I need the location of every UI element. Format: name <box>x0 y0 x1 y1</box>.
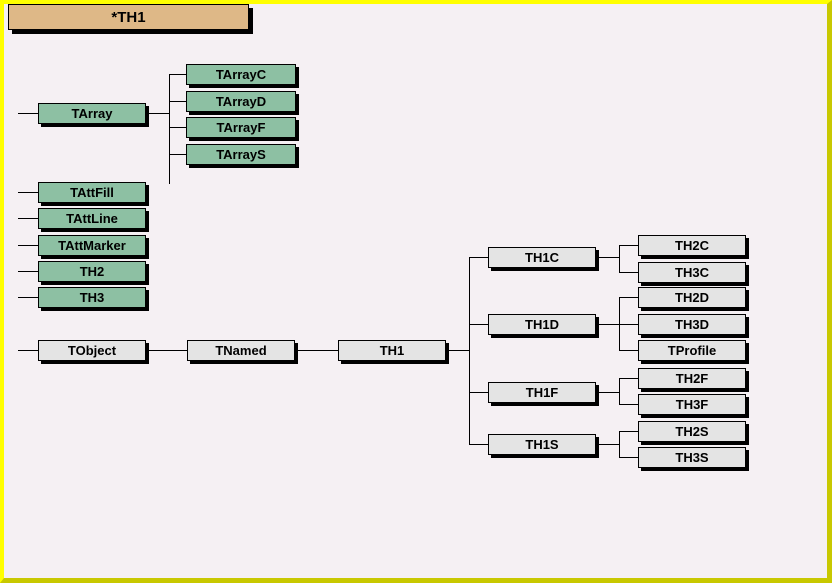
node-th1d[interactable]: TH1D <box>488 314 596 335</box>
connector-th1f-out <box>596 392 620 393</box>
node-th2[interactable]: TH2 <box>38 261 146 282</box>
node-tarrays[interactable]: TArrayS <box>186 144 296 165</box>
node-tarrayf-label: TArrayF <box>216 120 266 135</box>
node-th3d-label: TH3D <box>675 317 709 332</box>
connector-th2d <box>619 297 639 298</box>
node-tarray-label: TArray <box>71 106 113 121</box>
connector-th2-stub <box>18 271 38 272</box>
node-tarrayc-label: TArrayC <box>215 67 267 82</box>
node-tattline-label: TAttLine <box>66 211 118 226</box>
node-th2d-label: TH2D <box>675 290 709 305</box>
connector-tarray-out <box>146 113 170 114</box>
node-th1[interactable]: TH1 <box>338 340 446 361</box>
connector-th2c <box>619 245 639 246</box>
node-tarrayf[interactable]: TArrayF <box>186 117 296 138</box>
node-th1f-label: TH1F <box>525 385 559 400</box>
node-th2f[interactable]: TH2F <box>638 368 746 389</box>
node-th1-label: TH1 <box>379 343 405 358</box>
node-tarrays-label: TArrayS <box>216 147 266 162</box>
connector-th1s-out <box>596 444 620 445</box>
connector-tarray-trunk <box>169 74 170 184</box>
node-tarrayd-label: TArrayD <box>215 94 267 109</box>
node-th1s-label: TH1S <box>525 437 559 452</box>
connector-tarrays <box>169 154 187 155</box>
connector-tarrayc <box>169 74 187 75</box>
node-th3s[interactable]: TH3S <box>638 447 746 468</box>
connector-tarrayd <box>169 101 187 102</box>
connector-tobject-tnamed <box>146 350 188 351</box>
connector-th1c <box>469 257 489 258</box>
diagram-title-bar: *TH1 <box>8 4 249 30</box>
node-th3-label: TH3 <box>79 290 105 305</box>
connector-th1-out <box>446 350 470 351</box>
node-tarrayc[interactable]: TArrayC <box>186 64 296 85</box>
connector-th1-trunk <box>469 257 470 444</box>
node-th2-label: TH2 <box>79 264 105 279</box>
node-th1c[interactable]: TH1C <box>488 247 596 268</box>
node-th3s-label: TH3S <box>675 450 709 465</box>
node-tattmarker-label: TAttMarker <box>58 238 126 253</box>
connector-th1d-out <box>596 324 620 325</box>
node-tobject[interactable]: TObject <box>38 340 146 361</box>
connector-tattmarker-stub <box>18 245 38 246</box>
connector-th1s-trunk <box>619 431 620 457</box>
node-th2s[interactable]: TH2S <box>638 421 746 442</box>
node-tnamed-label: TNamed <box>215 343 267 358</box>
node-th2s-label: TH2S <box>675 424 709 439</box>
connector-tnamed-th1 <box>295 350 338 351</box>
connector-tattline-stub <box>18 218 38 219</box>
node-tobject-label: TObject <box>67 343 117 358</box>
node-th3c-label: TH3C <box>675 265 709 280</box>
node-th2f-label: TH2F <box>675 371 709 386</box>
connector-th1c-out <box>596 257 620 258</box>
connector-th1d <box>469 324 489 325</box>
node-tarray[interactable]: TArray <box>38 103 146 124</box>
node-th2d[interactable]: TH2D <box>638 287 746 308</box>
page-title: *TH1 <box>111 8 146 26</box>
connector-th3s <box>619 457 639 458</box>
node-th3c[interactable]: TH3C <box>638 262 746 283</box>
connector-tarray-stub <box>18 113 38 114</box>
node-th1f[interactable]: TH1F <box>488 382 596 403</box>
node-th3f-label: TH3F <box>675 397 709 412</box>
connector-tarrayf <box>169 127 187 128</box>
node-th2c-label: TH2C <box>675 238 709 253</box>
node-th3f[interactable]: TH3F <box>638 394 746 415</box>
node-tattmarker[interactable]: TAttMarker <box>38 235 146 256</box>
connector-th3f <box>619 404 639 405</box>
connector-th3-stub <box>18 297 38 298</box>
connector-tattfill-stub <box>18 192 38 193</box>
connector-th2s <box>619 431 639 432</box>
connector-th3c <box>619 272 639 273</box>
connector-th1f-trunk <box>619 378 620 404</box>
node-th1s[interactable]: TH1S <box>488 434 596 455</box>
connector-th1s <box>469 444 489 445</box>
node-tattline[interactable]: TAttLine <box>38 208 146 229</box>
connector-tobject-stub <box>18 350 38 351</box>
connector-th1c-trunk <box>619 245 620 273</box>
node-tnamed[interactable]: TNamed <box>187 340 295 361</box>
node-th1d-label: TH1D <box>525 317 559 332</box>
node-tarrayd[interactable]: TArrayD <box>186 91 296 112</box>
node-th3d[interactable]: TH3D <box>638 314 746 335</box>
node-tprofile[interactable]: TProfile <box>638 340 746 361</box>
node-tattfill-label: TAttFill <box>70 185 114 200</box>
node-th1c-label: TH1C <box>525 250 559 265</box>
node-th2c[interactable]: TH2C <box>638 235 746 256</box>
node-th3[interactable]: TH3 <box>38 287 146 308</box>
connector-th3d <box>619 324 639 325</box>
connector-tprofile <box>619 350 639 351</box>
node-tattfill[interactable]: TAttFill <box>38 182 146 203</box>
connector-th1f <box>469 392 489 393</box>
node-tprofile-label: TProfile <box>667 343 717 358</box>
connector-th2f <box>619 378 639 379</box>
